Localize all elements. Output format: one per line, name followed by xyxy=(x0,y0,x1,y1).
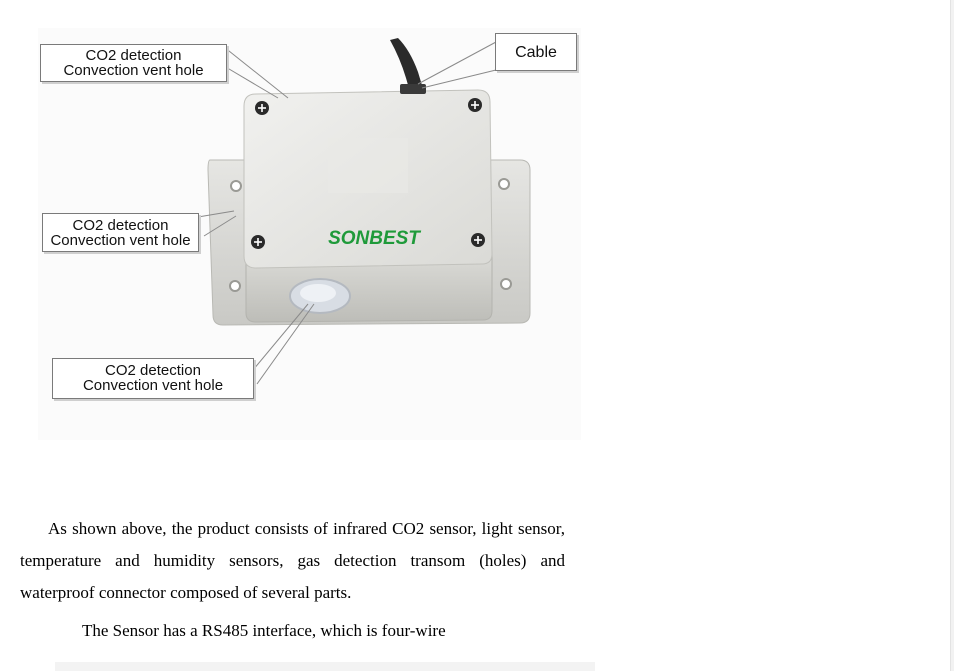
callout-line2: Convection vent hole xyxy=(50,232,191,249)
callout-mid-left: CO2 detection Convection vent hole xyxy=(42,213,199,252)
paragraph-2: The Sensor has a RS485 interface, which … xyxy=(20,615,565,647)
cable xyxy=(390,38,424,92)
callout-line1: CO2 detection xyxy=(85,47,182,64)
callout-top-left: CO2 detection Convection vent hole xyxy=(40,44,227,82)
paragraph-1: As shown above, the product consists of … xyxy=(20,513,565,609)
callout-line1: CO2 detection xyxy=(105,362,201,379)
callout-line2: Convection vent hole xyxy=(63,62,204,79)
brand-logo: SONBEST xyxy=(328,228,421,249)
next-figure-edge xyxy=(55,662,595,671)
callout-line2: Convection vent hole xyxy=(82,377,224,394)
flange-hole xyxy=(500,278,512,290)
callout-cable: Cable xyxy=(495,33,577,71)
callout-line1: CO2 detection xyxy=(72,217,169,234)
paragraph-2-text: The Sensor has a RS485 interface, which … xyxy=(82,621,446,640)
paragraph-1-text: As shown above, the product consists of … xyxy=(20,519,565,602)
callout-bottom-left: CO2 detection Convection vent hole xyxy=(52,358,254,399)
flange-hole xyxy=(498,178,510,190)
flange-hole xyxy=(230,180,242,192)
flange-hole xyxy=(229,280,241,292)
page-edge xyxy=(950,0,954,671)
callout-line1: Cable xyxy=(515,44,557,61)
sensor-enclosure-illustration: SONBEST xyxy=(197,38,531,385)
